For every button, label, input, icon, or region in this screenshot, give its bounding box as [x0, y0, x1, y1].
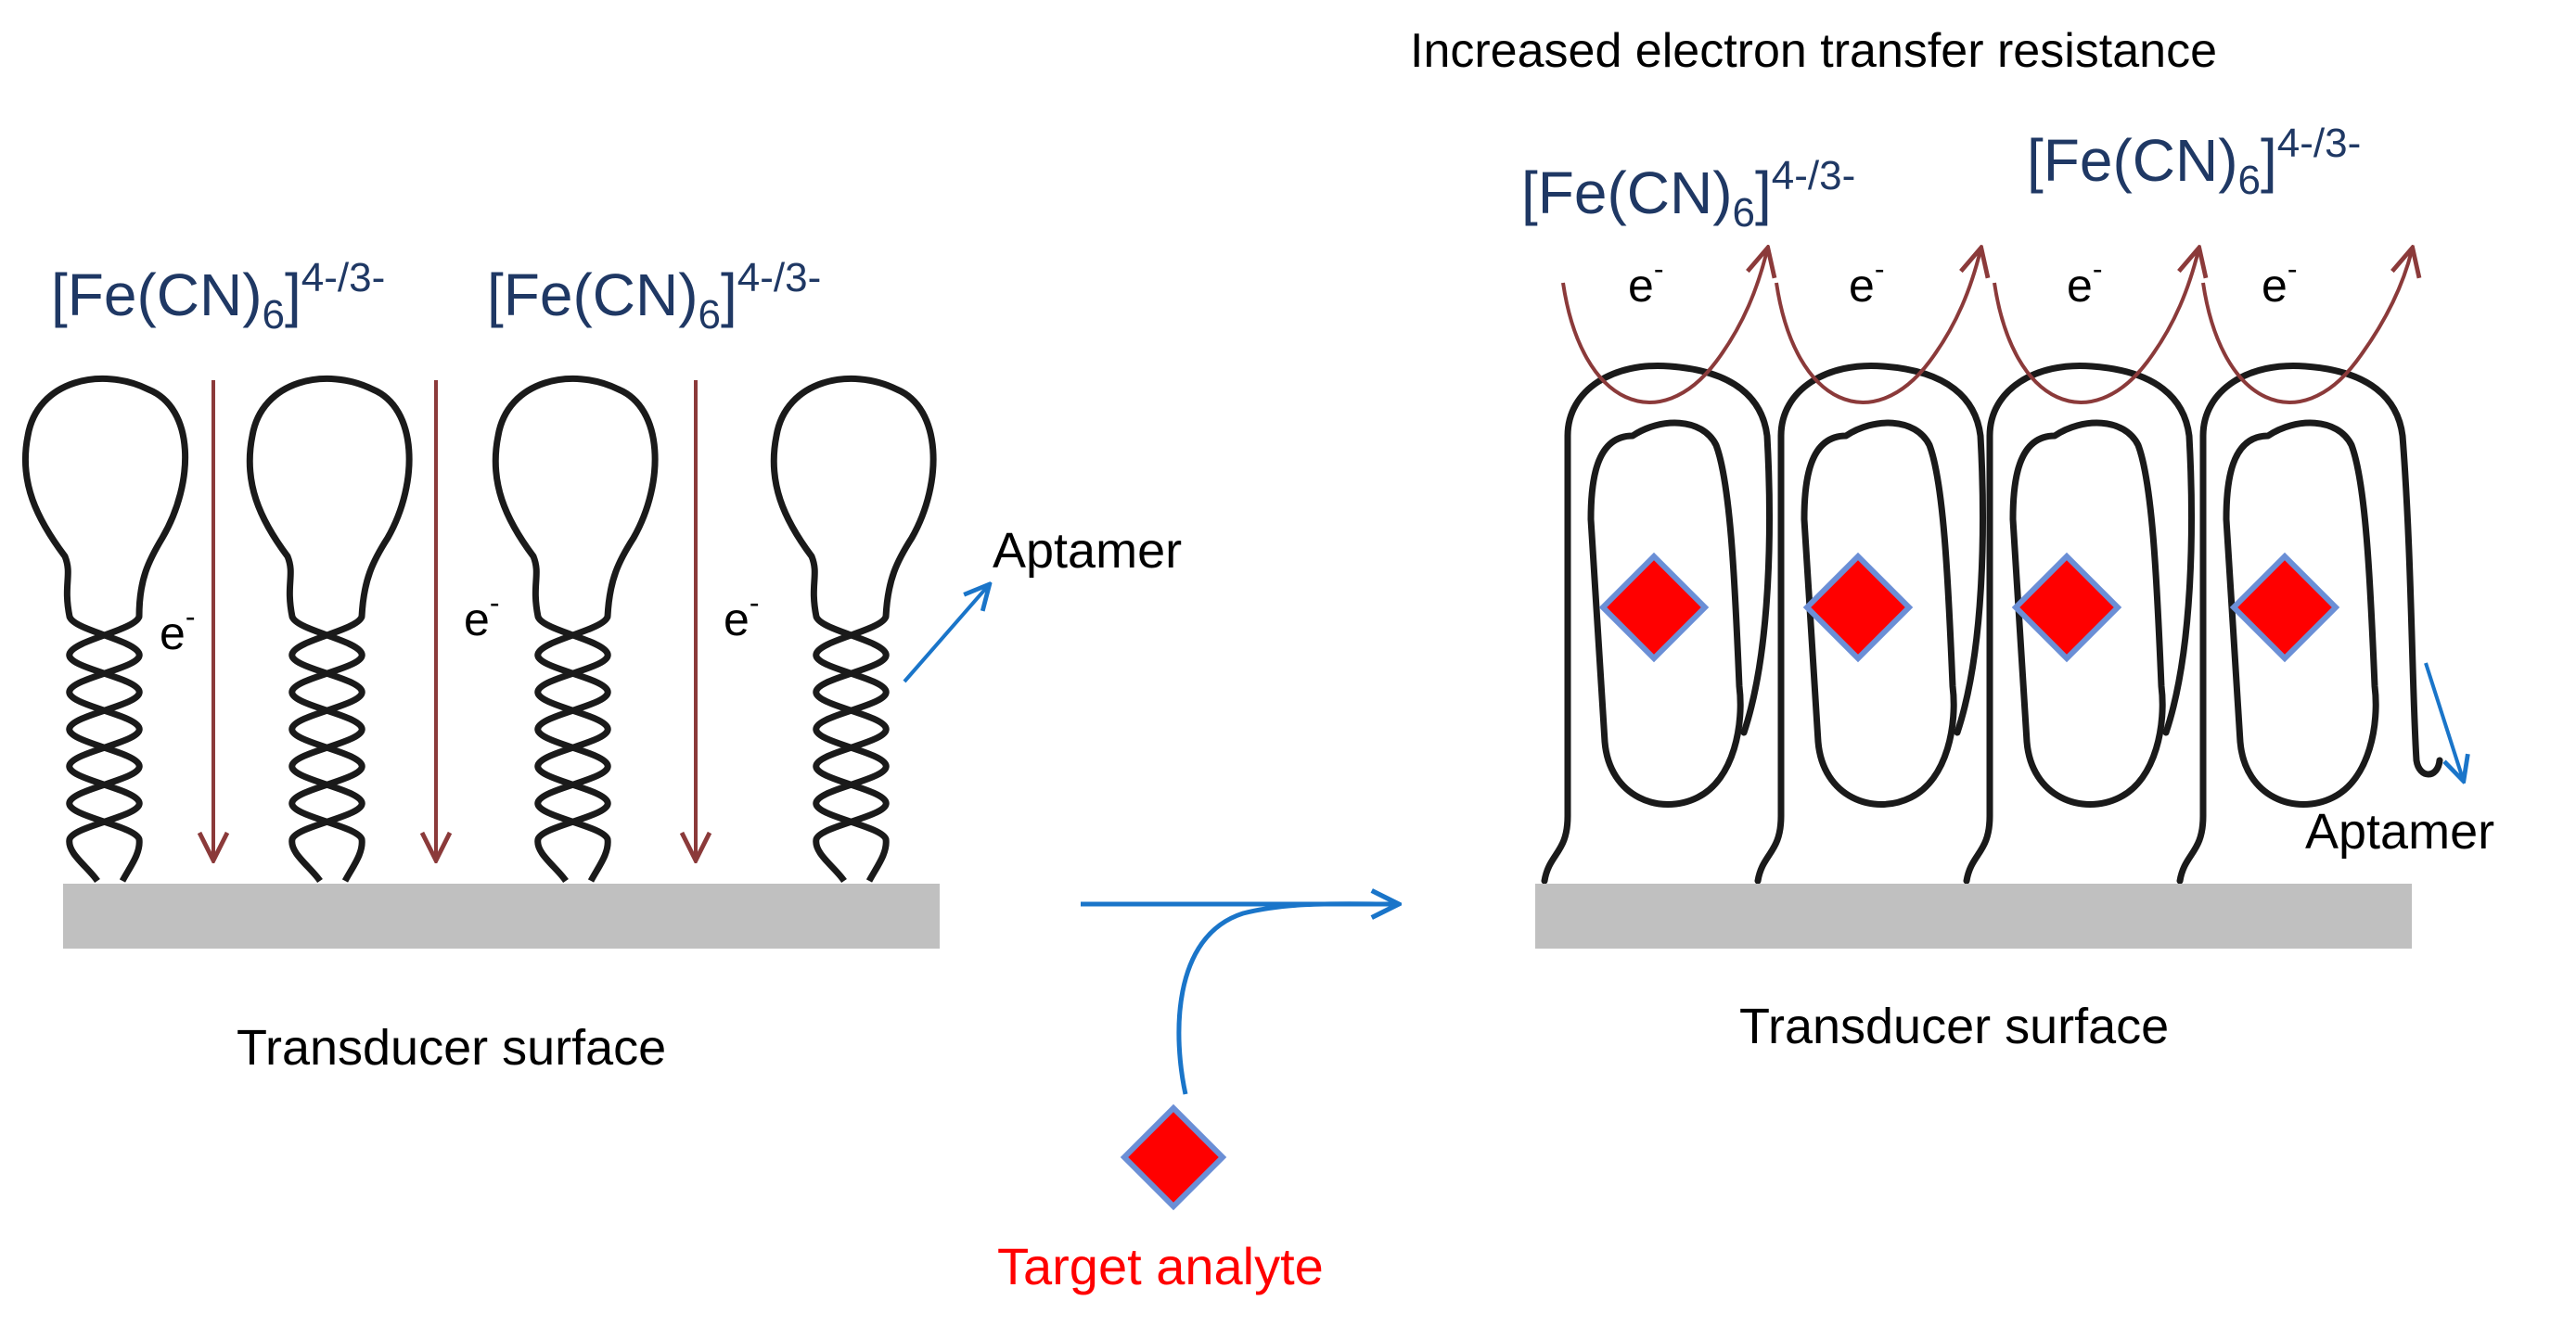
- reaction-step: Target analyte: [997, 904, 1396, 1295]
- electron-deflect-arrow: [1561, 250, 1767, 404]
- redox-probe-label: [Fe(CN)6]4-/3-: [1521, 153, 1855, 236]
- folded-aptamer: [1963, 362, 2195, 885]
- aptamer-strand: [492, 375, 659, 884]
- electron-deflect-arrow: [1993, 250, 2198, 404]
- left-panel: [Fe(CN)6]4-/3- [Fe(CN)6]4-/3- e-: [21, 255, 1182, 1076]
- aptamer-label: Aptamer: [993, 523, 1182, 579]
- electron-label: e-: [160, 600, 195, 659]
- electron-deflect-arrow: [1775, 250, 1980, 404]
- electron-label: e-: [2067, 252, 2102, 312]
- transducer-surface: [63, 884, 940, 949]
- target-analyte-icon: [1120, 1103, 1227, 1211]
- transducer-surface-label: Transducer surface: [237, 1020, 666, 1076]
- aptamer-strand: [246, 375, 413, 884]
- electron-label: e-: [1849, 252, 1884, 312]
- bound-analyte-icon: [1802, 552, 1914, 663]
- electron-label: e-: [724, 586, 759, 645]
- transducer-surface-label: Transducer surface: [1739, 999, 2169, 1054]
- redox-probe-label: [Fe(CN)6]4-/3-: [2027, 121, 2361, 203]
- electron-label: e-: [2262, 252, 2297, 312]
- aptamer-pointer-arrow: [903, 586, 988, 683]
- redox-probe-label: [Fe(CN)6]4-/3-: [487, 255, 821, 338]
- figure-title: Increased electron transfer resistance: [1410, 24, 2217, 78]
- folded-aptamer: [2176, 362, 2443, 885]
- transducer-surface: [1535, 884, 2412, 949]
- aptamer-pointer-arrow: [2424, 662, 2463, 779]
- electron-deflect-arrow: [2201, 250, 2412, 404]
- target-analyte-label: Target analyte: [997, 1237, 1324, 1295]
- aptamer-strand: [21, 375, 189, 884]
- redox-probe-label: [Fe(CN)6]4-/3-: [51, 255, 385, 338]
- bound-analyte-icon: [1598, 552, 1710, 663]
- aptamer-strand: [770, 375, 937, 884]
- bound-analyte-icon: [2229, 552, 2340, 663]
- analyte-binding-path: [1176, 901, 1392, 1095]
- right-panel: [Fe(CN)6]4-/3- [Fe(CN)6]4-/3- e-: [1521, 121, 2494, 1054]
- bound-analyte-icon: [2011, 552, 2122, 663]
- electron-label: e-: [464, 586, 499, 645]
- electron-label: e-: [1628, 252, 1663, 312]
- aptamer-label: Aptamer: [2305, 804, 2494, 860]
